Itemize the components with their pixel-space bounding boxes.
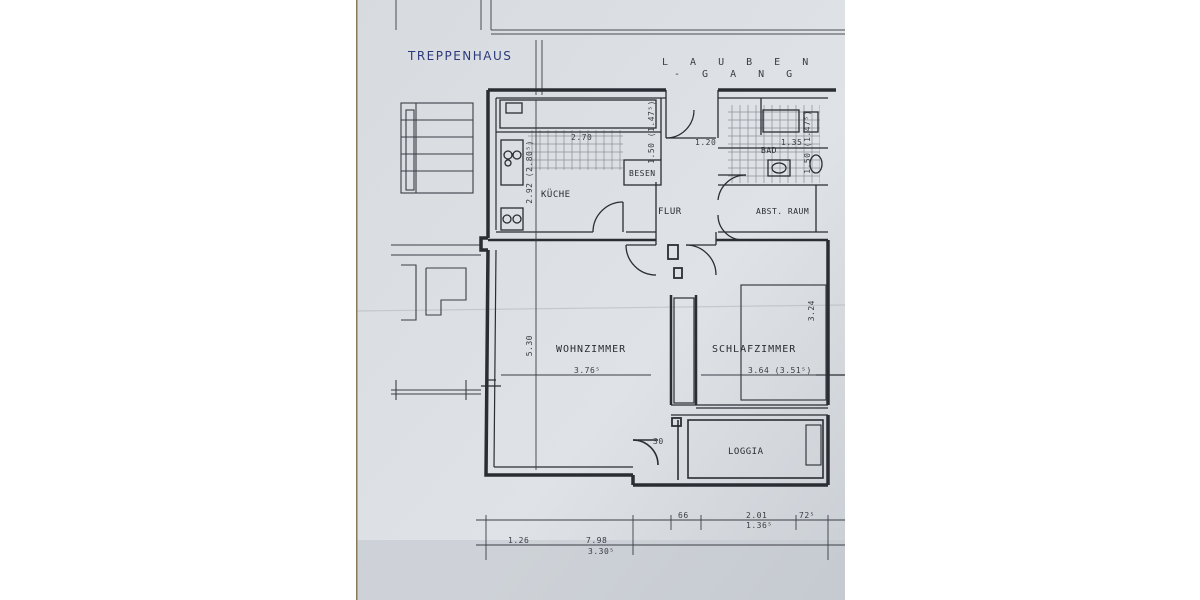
dim-bottom-f: 72⁵ (799, 511, 815, 520)
dim-bottom-d: 2.01 (746, 511, 768, 520)
floor-plan-drawing (356, 0, 845, 600)
dim-kitchen-side: 1.50 (1.47⁵) (647, 100, 656, 164)
dim-hall-opening: 1.20 (695, 138, 717, 147)
dim-bottom-a: 1.26 (508, 536, 530, 545)
dim-bottom-b: 7.98 (586, 536, 608, 545)
dim-loggia-door: 30 (653, 437, 664, 446)
dim-bottom-g: 3.30⁵ (588, 547, 615, 556)
room-label-loggia: LOGGIA (728, 447, 764, 457)
dim-kitchen-width: 2.70 (571, 133, 593, 142)
stairwell-label: TREPPENHAUS (408, 49, 513, 63)
dim-kitchen-height: 2.92 (2.80⁵) (525, 140, 534, 204)
floor-plan-sheet: TREPPENHAUS L A U B E N - G A N G KÜCHE … (356, 0, 845, 600)
dim-living-width: 3.76⁵ (574, 366, 601, 375)
room-label-bedroom: SCHLAFZIMMER (712, 344, 797, 355)
dim-bedroom-height: 3.24 (807, 300, 816, 322)
dim-bedroom-width: 3.64 (3.51⁵) (748, 366, 812, 375)
dim-bath-width: 1.35 (781, 138, 803, 147)
dim-bottom-e: 1.36⁵ (746, 521, 773, 530)
gallery-label-bottom: - G A N G (674, 69, 801, 80)
room-label-kitchen: KÜCHE (541, 190, 571, 200)
dim-bath-side: 1.50 (1.47⁵) (803, 110, 812, 174)
room-label-hall: FLUR (658, 207, 682, 217)
dim-bottom-c: 66 (678, 511, 689, 520)
room-label-storage: ABST. RAUM (756, 207, 810, 216)
dim-living-height: 5.30 (525, 335, 534, 357)
room-label-living-room: WOHNZIMMER (556, 344, 627, 355)
room-label-broom-closet: BESEN (629, 169, 656, 178)
gallery-label-top: L A U B E N (662, 57, 817, 68)
room-label-bath: BAD (761, 146, 777, 155)
